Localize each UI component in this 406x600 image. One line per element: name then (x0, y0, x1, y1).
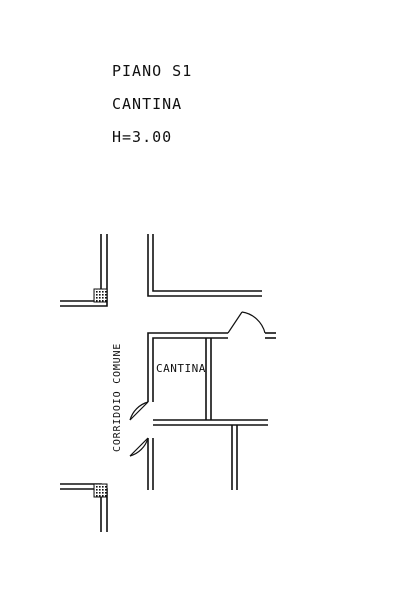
upper-right-wall (147, 234, 262, 297)
ceiling-height-label: H=3.00 (112, 128, 173, 146)
floor-level-label: PIANO S1 (112, 62, 193, 80)
room-use-label: CANTINA (112, 95, 183, 113)
lower-door-swing (129, 437, 149, 457)
cellar-room-walls (147, 332, 276, 490)
common-corridor-label: CORRIDOIO COMUNE (112, 343, 123, 452)
cellar-room-label: CANTINA (156, 362, 206, 375)
cellar-door-swing (129, 401, 149, 421)
upper-structural-pillar (93, 288, 108, 303)
lower-structural-pillar (93, 483, 108, 498)
upper-door-swing (227, 311, 266, 334)
